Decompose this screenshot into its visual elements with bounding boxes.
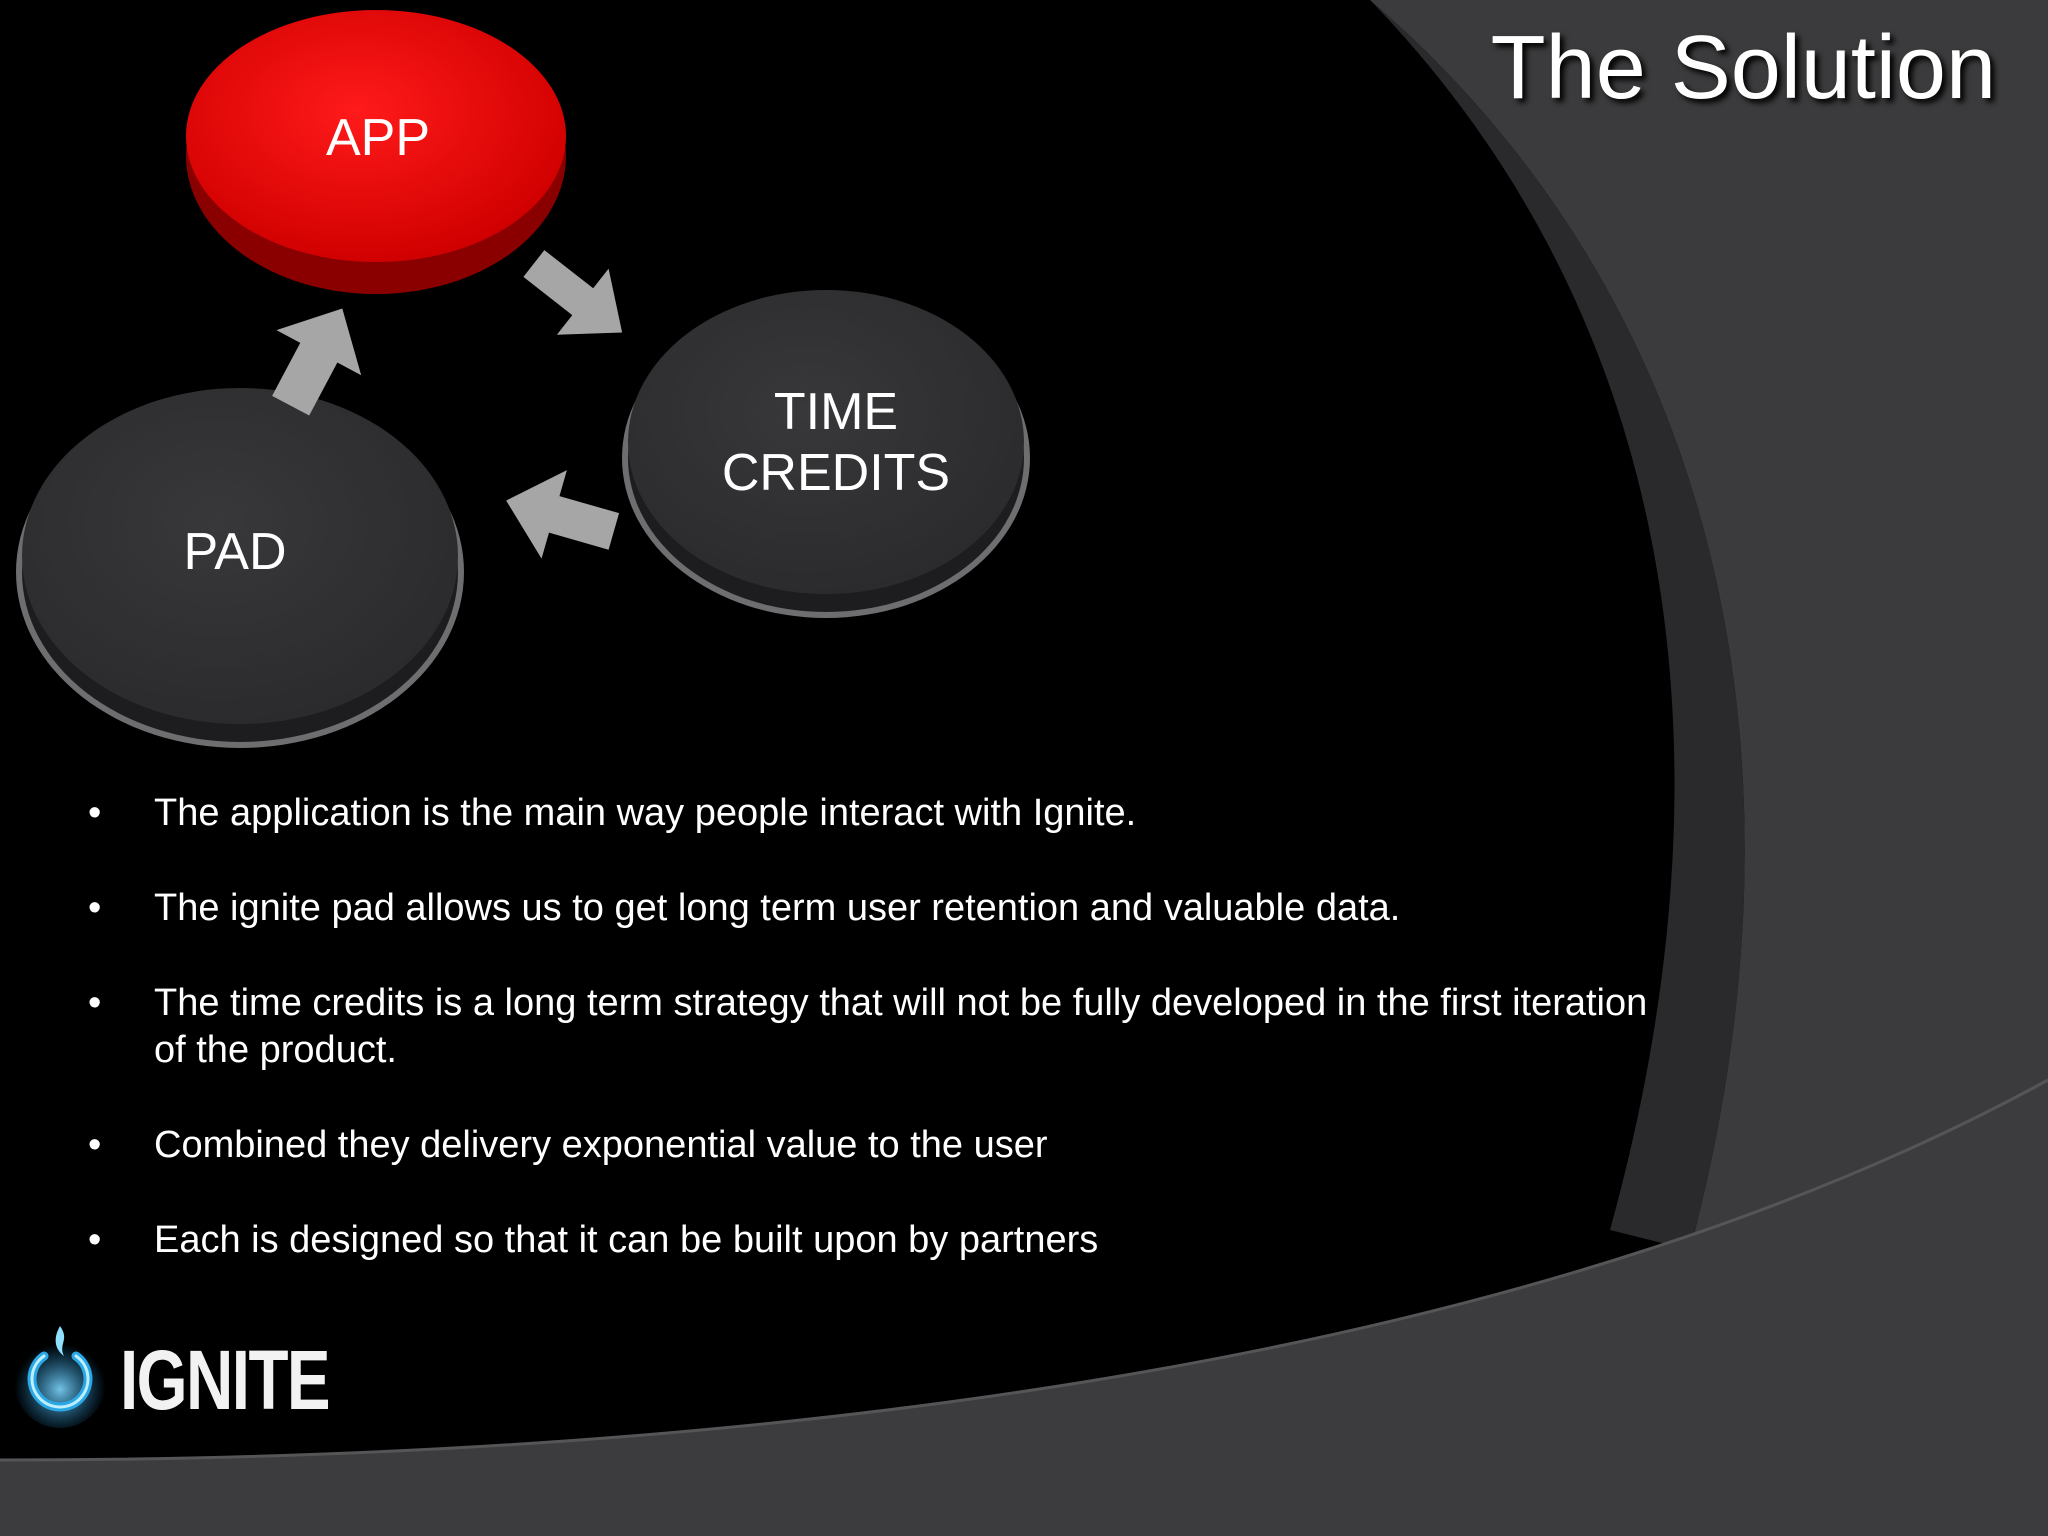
node-label-pad: PAD [183, 523, 287, 581]
node-label-time-credits-line1: TIME [773, 383, 899, 441]
slide-title: The Solution [1490, 18, 1996, 118]
ignite-logo: IGNITE [12, 1318, 331, 1428]
bullet-text: The time credits is a long term strategy… [154, 982, 1648, 1071]
bullet-item: • The time credits is a long term strate… [88, 980, 1688, 1074]
bullet-list: • The application is the main way people… [88, 790, 1688, 1312]
bullet-item: • Each is designed so that it can be bui… [88, 1217, 1688, 1264]
bullet-marker: • [88, 1219, 102, 1261]
bullet-item: • The application is the main way people… [88, 790, 1688, 837]
bullet-text: The application is the main way people i… [154, 792, 1137, 834]
bullet-item: • The ignite pad allows us to get long t… [88, 885, 1688, 932]
node-pad [16, 388, 464, 748]
arrow-pad-to-app [272, 308, 362, 416]
swoosh-bottom [0, 1080, 2048, 1536]
node-time-credits [622, 290, 1030, 618]
node-app [186, 10, 566, 294]
arrow-app-to-time-credits [523, 250, 623, 335]
power-flame-icon [14, 1326, 106, 1428]
bullet-text: The ignite pad allows us to get long ter… [154, 887, 1401, 929]
logo-text: IGNITE [120, 1333, 331, 1427]
bullet-item: • Combined they delivery exponential val… [88, 1122, 1688, 1169]
node-label-time-credits-line2: CREDITS [721, 444, 951, 502]
bullet-text: Each is designed so that it can be built… [154, 1219, 1099, 1261]
node-label-time-credits: TIME CREDITS [686, 382, 986, 504]
bullet-marker: • [88, 982, 102, 1024]
arrow-time-credits-to-pad [506, 470, 620, 559]
bullet-text: Combined they delivery exponential value… [154, 1124, 1048, 1166]
swoosh-bottom-edge [0, 1078, 2048, 1462]
node-label-app: APP [325, 109, 431, 167]
bullet-marker: • [88, 887, 102, 929]
bullet-marker: • [88, 792, 102, 834]
swoosh-right [1370, 0, 2048, 1536]
swoosh-right-inner [1370, 0, 1745, 1250]
bullet-marker: • [88, 1124, 102, 1166]
